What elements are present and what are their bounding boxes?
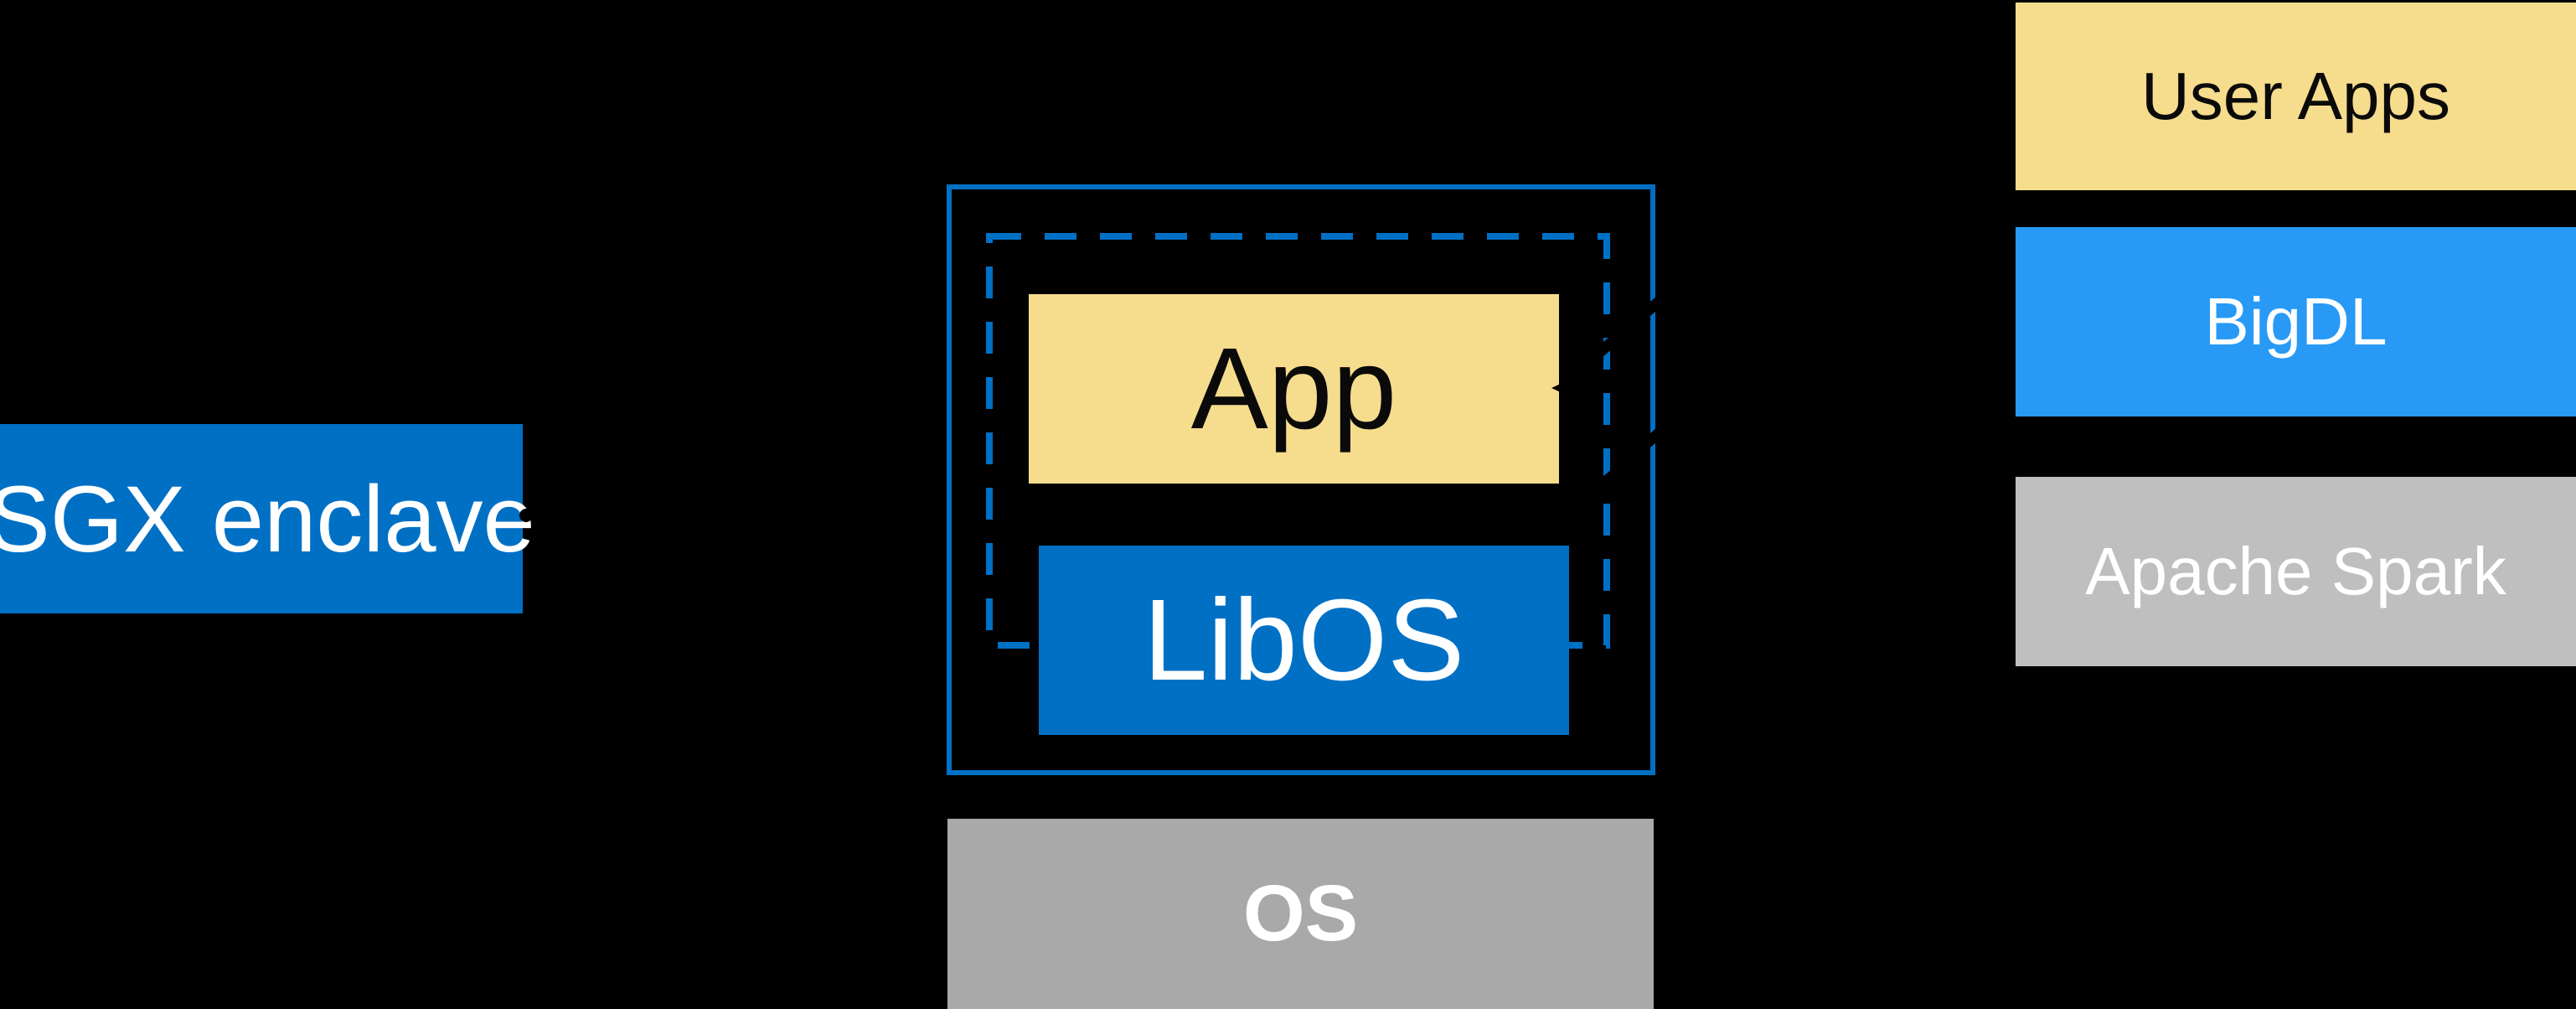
- app-box: App: [1029, 294, 1559, 484]
- app-label: App: [1190, 323, 1397, 453]
- apache-spark-label: Apache Spark: [2085, 534, 2506, 608]
- user-apps-label: User Apps: [2140, 59, 2451, 133]
- enclave-outline: [947, 184, 1655, 775]
- apache-spark-box: Apache Spark: [2016, 477, 2576, 666]
- libos-box: LibOS: [1039, 546, 1569, 735]
- bigdl-box: BigDL: [2016, 227, 2576, 417]
- bigdl-label: BigDL: [2204, 284, 2388, 359]
- sgx-enclave-box: SGX enclave: [0, 424, 535, 613]
- sgx-enclave-label: SGX enclave: [0, 466, 535, 572]
- os-label: OS: [1242, 869, 1359, 958]
- os-box: OS: [947, 819, 1654, 1009]
- user-apps-box: User Apps: [2016, 3, 2576, 190]
- libos-label: LibOS: [1143, 575, 1465, 705]
